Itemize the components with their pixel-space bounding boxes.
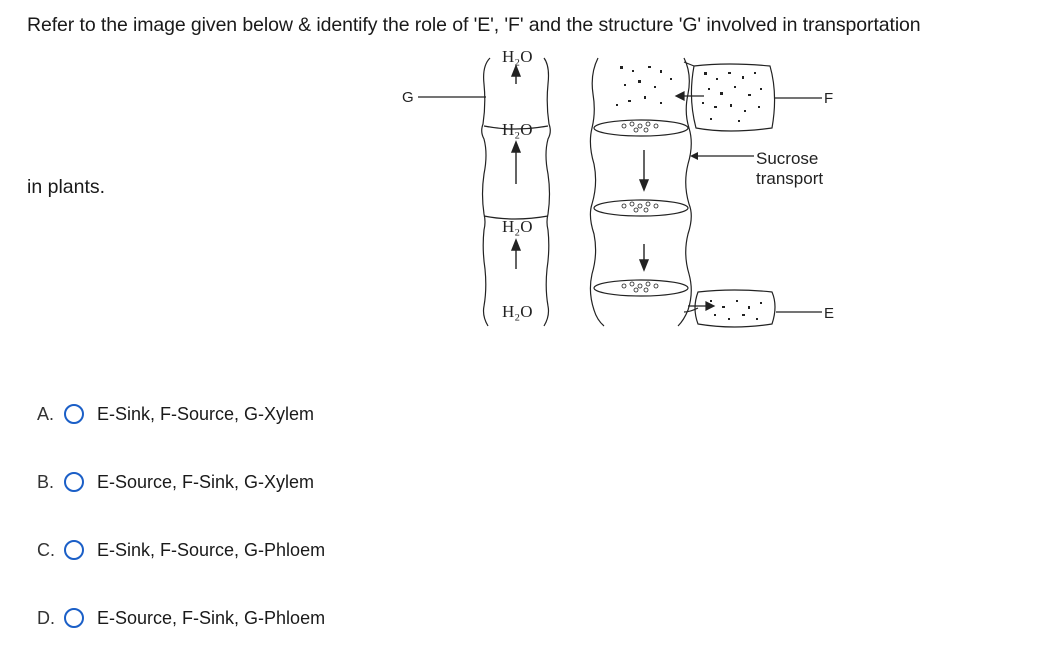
option-b-letter: B. <box>37 471 55 492</box>
option-c-radio[interactable] <box>64 540 84 560</box>
option-c-letter: C. <box>37 539 55 560</box>
source-cell-f <box>683 61 776 132</box>
option-b-text: E-Source, F-Sink, G-Xylem <box>97 471 315 492</box>
sink-cell-e <box>683 289 776 328</box>
xylem-column <box>481 57 551 327</box>
option-a-radio[interactable] <box>64 404 84 424</box>
phloem-flow-arrows <box>638 150 650 272</box>
option-a[interactable]: A. E-Sink, F-Source, G-Xylem <box>37 400 314 428</box>
option-b-radio[interactable] <box>64 472 84 492</box>
water-labels: H₂O H₂O H₂O H₂O <box>502 47 532 321</box>
option-a-letter: A. <box>37 403 55 424</box>
option-d[interactable]: D. E-Source, F-Sink, G-Phloem <box>37 604 325 632</box>
option-d-radio[interactable] <box>64 608 84 628</box>
source-cell-particles <box>702 72 762 122</box>
label-g: G <box>402 89 414 106</box>
phloem-column <box>589 57 692 327</box>
water-label-1: H₂O <box>502 47 532 66</box>
question-tail: in plants. <box>27 176 106 198</box>
water-label-3: H₂O <box>502 217 532 236</box>
option-d-letter: D. <box>37 607 55 628</box>
water-label-2: H₂O <box>502 120 532 139</box>
label-e: E <box>824 305 834 322</box>
sink-cell-particles <box>710 300 762 320</box>
xylem-flow-arrows <box>510 64 522 269</box>
option-c[interactable]: C. E-Sink, F-Source, G-Phloem <box>37 536 325 564</box>
sucrose-label-line2: transport <box>756 169 823 188</box>
sugar-particles <box>616 66 672 106</box>
option-c-text: E-Sink, F-Source, G-Phloem <box>97 539 326 560</box>
water-label-4: H₂O <box>502 302 532 321</box>
question-text: Refer to the image given below & identif… <box>27 14 921 36</box>
sieve-plate-pores <box>621 121 659 293</box>
label-f: F <box>824 90 833 107</box>
option-a-text: E-Sink, F-Source, G-Xylem <box>97 403 315 424</box>
option-d-text: E-Source, F-Sink, G-Phloem <box>97 607 326 628</box>
transport-diagram: H₂O H₂O H₂O H₂O <box>398 44 844 340</box>
option-b[interactable]: B. E-Source, F-Sink, G-Xylem <box>37 468 314 496</box>
sucrose-label-line1: Sucrose <box>756 149 818 168</box>
